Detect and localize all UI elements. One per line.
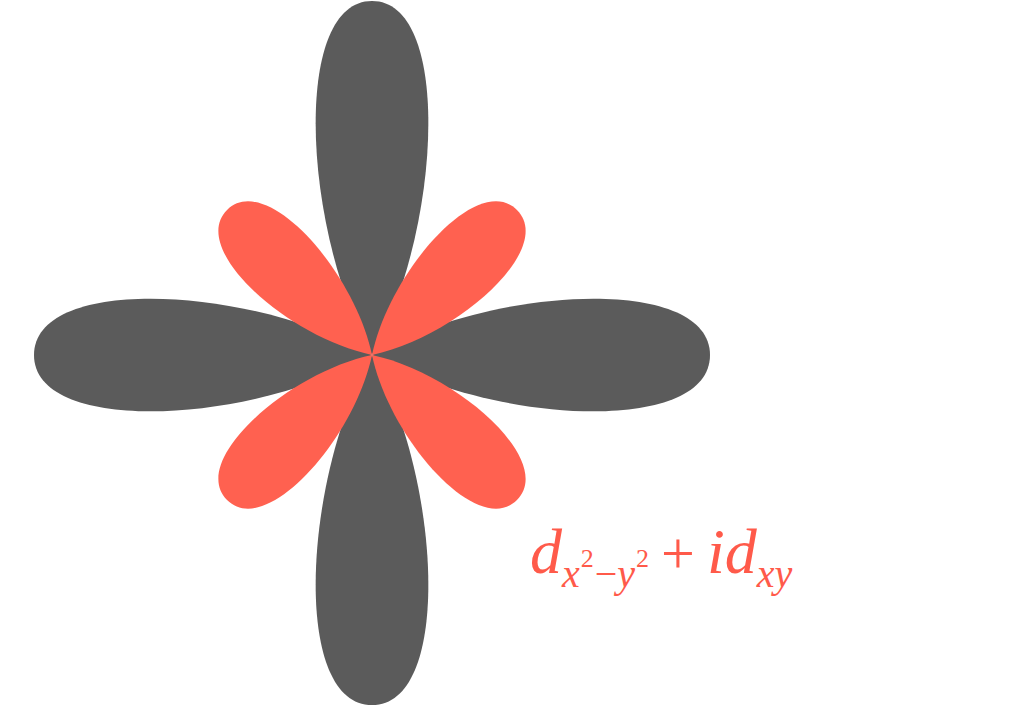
formula-part: 2 (636, 544, 649, 573)
formula-part: − (595, 551, 618, 596)
formula-part: id (707, 516, 757, 587)
formula-part: y (617, 551, 635, 596)
formula-part: xy (757, 551, 793, 596)
red-lobe (200, 328, 399, 527)
formula-part: 2 (581, 544, 594, 573)
orbital-formula: dx2−y2+idxy (530, 520, 792, 594)
formula-part: + (661, 520, 695, 586)
red-lobe (345, 183, 544, 382)
red-lobe (200, 183, 399, 382)
formula-part: x (562, 551, 580, 596)
formula-part: d (530, 516, 562, 587)
red-lobe (345, 328, 544, 527)
